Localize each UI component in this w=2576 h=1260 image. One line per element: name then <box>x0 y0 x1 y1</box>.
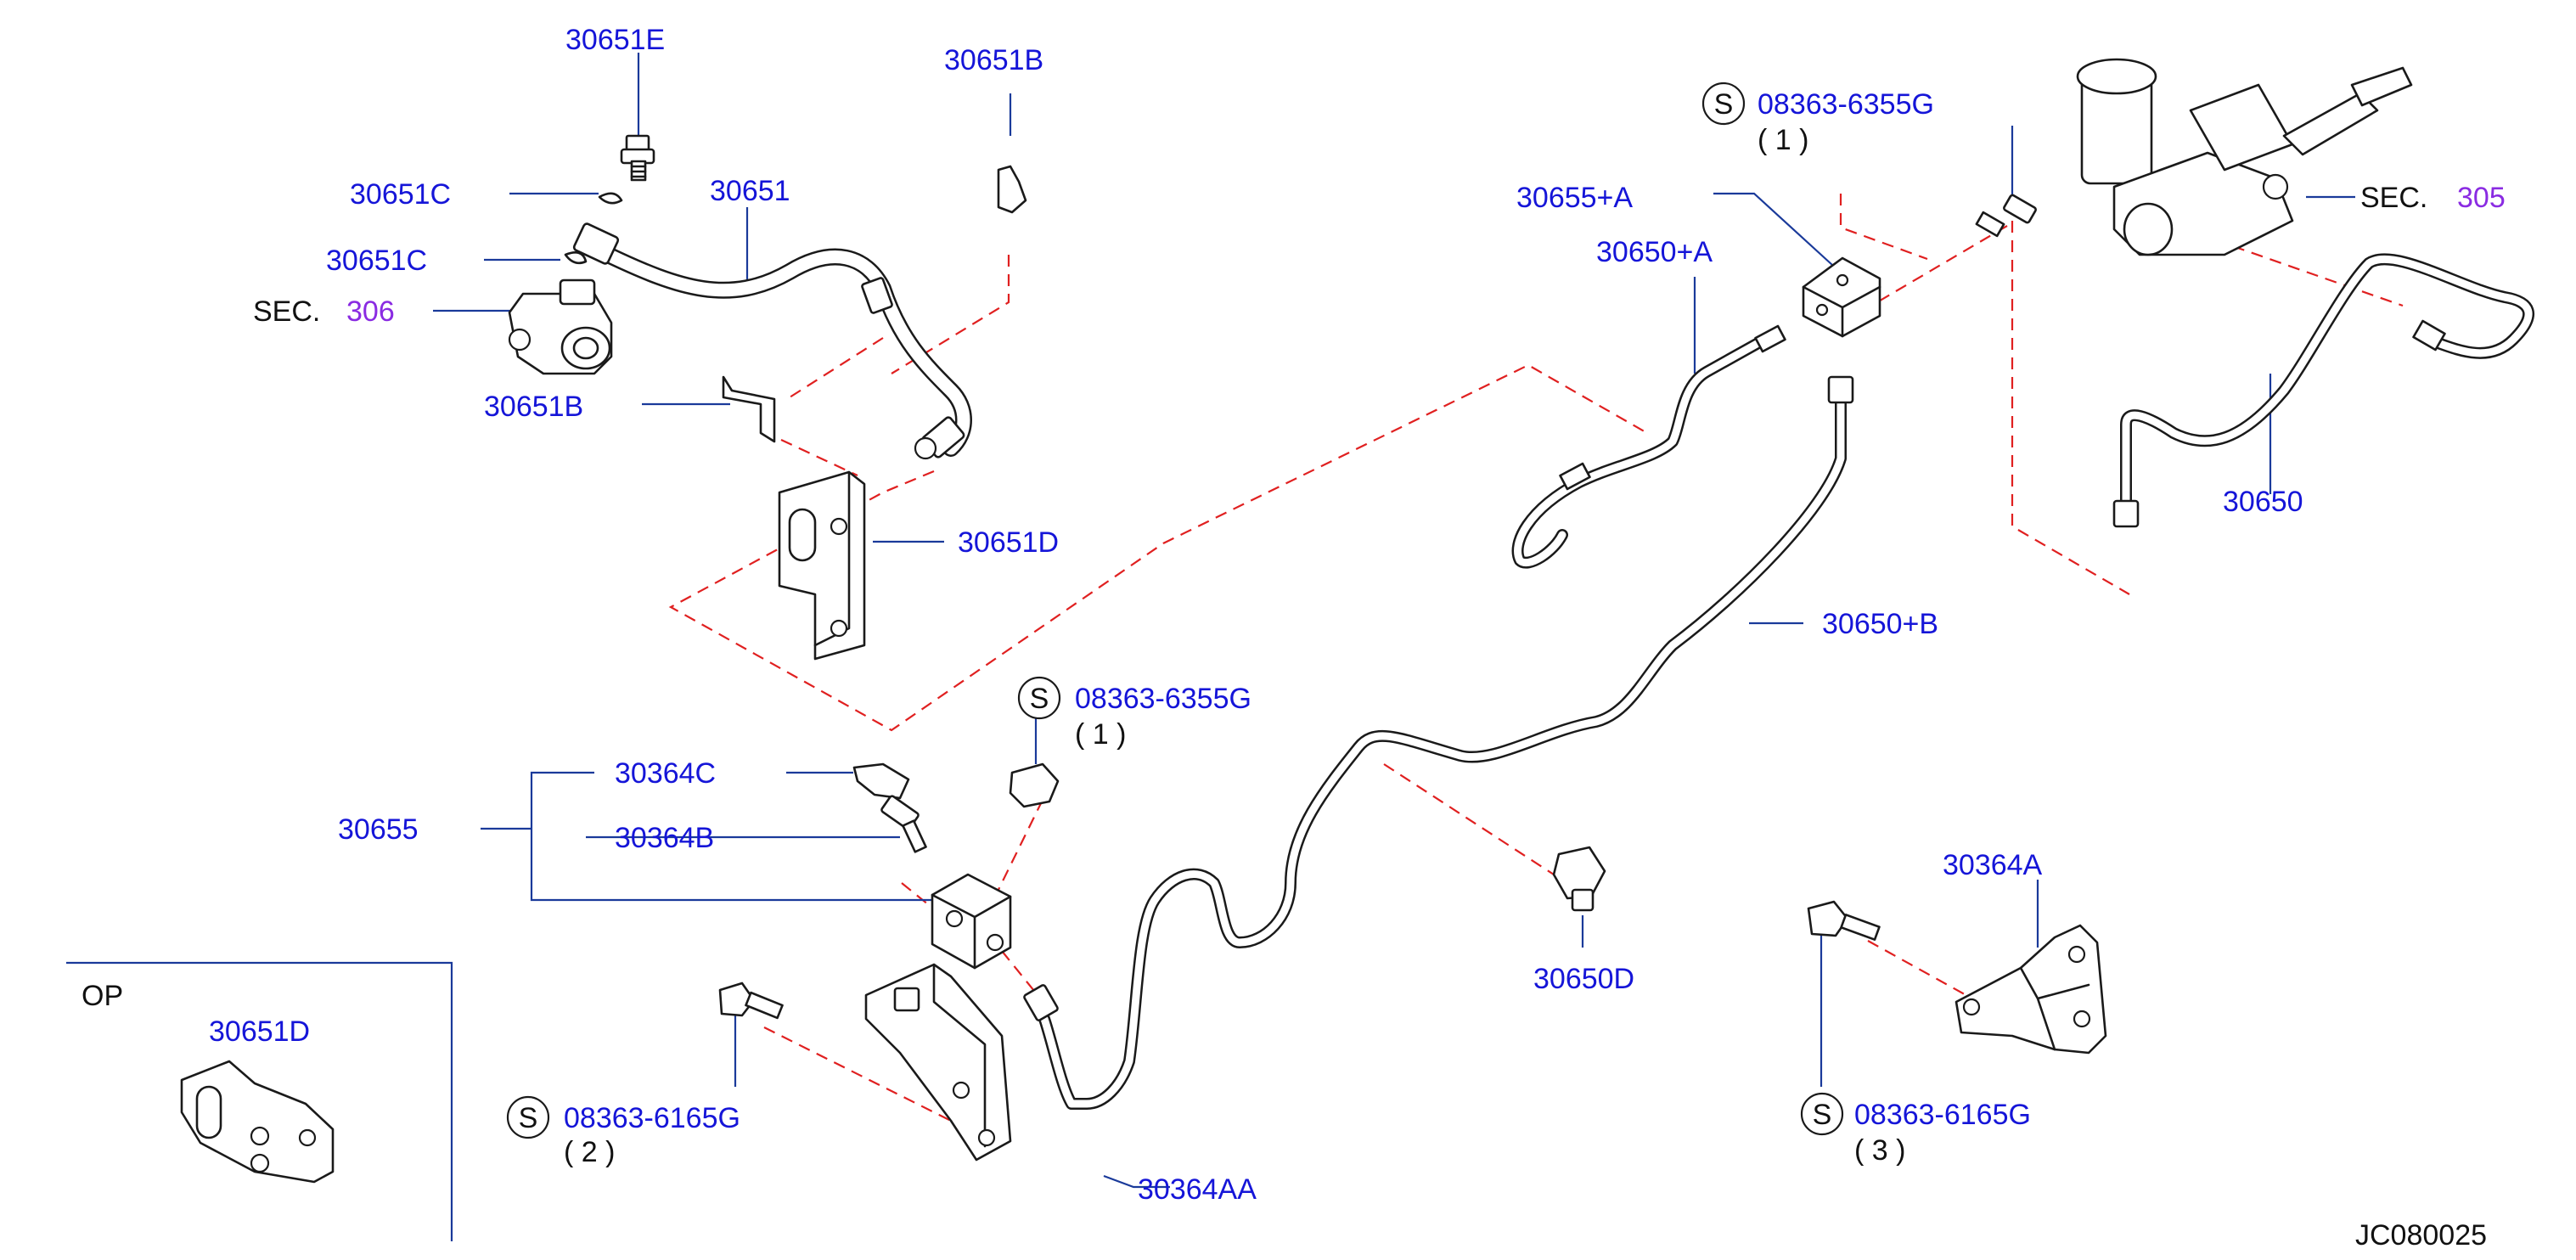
optional-part-frame <box>66 961 453 1241</box>
clip-30650D <box>1552 846 1606 912</box>
bracket-30651D <box>778 470 866 661</box>
label-qty-top: ( 1 ) <box>1758 124 1808 156</box>
s-marker-middle-label: S <box>1030 683 1049 715</box>
label-30650: 30650 <box>2223 486 2303 518</box>
label-30650D: 30650D <box>1533 963 1634 995</box>
bolt-08363-6165G-right <box>1807 900 1881 941</box>
leader-lines <box>433 53 2355 1189</box>
block-30655 <box>931 873 1012 970</box>
label-sec-306-prefix: SEC. <box>253 295 320 328</box>
label-qty-left: ( 2 ) <box>564 1136 615 1168</box>
s-marker-right-label: S <box>1813 1099 1832 1131</box>
clip-30364C <box>852 762 910 800</box>
s-marker-top-label: S <box>1714 88 1734 121</box>
pipe-30650 <box>2112 253 2535 528</box>
bolt-08363-6355G-upper <box>1975 194 2037 238</box>
label-30651B-top: 30651B <box>944 44 1043 76</box>
bracket-30651D-op <box>180 1060 335 1184</box>
label-30651C-b: 30651C <box>326 245 427 277</box>
label-30655-A: 30655+A <box>1516 182 1633 214</box>
slave-cylinder-306 <box>508 278 613 375</box>
s-marker-left-label: S <box>519 1102 538 1134</box>
label-30651D: 30651D <box>958 526 1059 559</box>
fitting-30364B <box>880 795 927 853</box>
label-op: OP <box>82 980 123 1012</box>
label-30651: 30651 <box>710 175 790 207</box>
clip-30651B-mid <box>722 375 776 443</box>
bolt-08363-6355G-middle <box>1009 762 1060 808</box>
diagram-code: JC080025 <box>2355 1219 2487 1252</box>
s-marker-top <box>1701 82 1746 126</box>
clip-30651C-upper <box>598 192 623 205</box>
parts-art <box>180 58 2535 1184</box>
part-labels: 30651E 30651B 30651C 30651 30651C SEC. 3… <box>82 24 2506 1252</box>
master-cylinder-305 <box>2076 58 2413 256</box>
label-08363-6355G-top: 08363-6355G <box>1758 88 1934 121</box>
label-08363-6165G-left: 08363-6165G <box>564 1102 740 1134</box>
label-30364AA: 30364AA <box>1138 1173 1257 1206</box>
bracket-30364AA <box>864 963 1012 1162</box>
clip-30651C-lower <box>564 251 588 265</box>
label-sec-306-number: 306 <box>346 295 395 328</box>
hose-30651 <box>572 222 972 460</box>
label-30651D-op: 30651D <box>209 1015 310 1048</box>
label-30364C: 30364C <box>615 757 716 790</box>
label-08363-6165G-right: 08363-6165G <box>1854 1099 2031 1131</box>
s-marker-middle <box>1017 676 1061 720</box>
bolt-08363-6165G-left <box>718 982 784 1020</box>
label-sec-305-number: 305 <box>2457 182 2506 214</box>
pipe-30650-B <box>1023 375 1854 1110</box>
clip-30651B-top <box>997 165 1027 214</box>
s-marker-left <box>506 1095 550 1139</box>
label-qty-right: ( 3 ) <box>1854 1134 1905 1167</box>
joint-30655-A <box>1802 256 1881 338</box>
bolt-30651E <box>620 134 655 182</box>
label-qty-middle: ( 1 ) <box>1075 718 1126 751</box>
label-08363-6355G-middle: 08363-6355G <box>1075 683 1251 715</box>
label-30651B-mid: 30651B <box>484 391 583 423</box>
label-30650-B: 30650+B <box>1822 608 1938 640</box>
label-30364A: 30364A <box>1943 849 2043 881</box>
pipe-30650-A <box>1511 324 1786 569</box>
label-30651C-a: 30651C <box>350 178 451 211</box>
label-30364B: 30364B <box>615 822 714 854</box>
label-30650-A: 30650+A <box>1596 236 1713 268</box>
label-sec-305-prefix: SEC. <box>2360 182 2427 214</box>
label-30651E: 30651E <box>565 24 665 56</box>
bracket-30364A <box>1954 924 2107 1055</box>
s-marker-right <box>1800 1092 1844 1136</box>
standard-part-markers: S S S S <box>506 82 1844 1139</box>
label-30655: 30655 <box>338 813 419 846</box>
